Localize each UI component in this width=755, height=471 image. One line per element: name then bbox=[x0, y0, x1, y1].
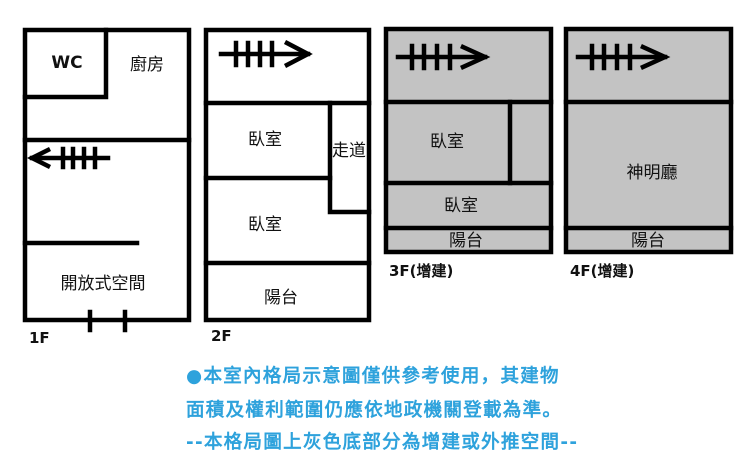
wc-walls bbox=[22, 27, 109, 100]
room-label-bedroom: 臥室 bbox=[430, 132, 464, 152]
floor-label-1f: 1F bbox=[29, 329, 50, 347]
corridor-walls bbox=[327, 100, 372, 215]
room-label-balcony: 陽台 bbox=[264, 288, 298, 308]
room-label-open-space: 開放式空間 bbox=[61, 274, 146, 294]
room-label-shrine-hall: 神明廳 bbox=[627, 163, 678, 183]
disclaimer-line-2: 面積及權利範圍仍應依地政機關登載為準。 bbox=[186, 400, 563, 421]
stair-arrow-icon bbox=[26, 146, 111, 170]
floor-4f-outline bbox=[563, 26, 734, 255]
room-label-bedroom: 臥室 bbox=[444, 196, 478, 216]
stair-arrow-icon bbox=[575, 43, 671, 71]
floor-3f-outline bbox=[383, 26, 554, 255]
floor-2f-outline bbox=[203, 27, 372, 323]
floor-label-4f: 4F(增建) bbox=[570, 262, 634, 280]
disclaimer-line-1: ●本室內格局示意圖僅供參考使用，其建物 bbox=[186, 366, 560, 387]
room-label-bedroom: 臥室 bbox=[248, 215, 282, 235]
extension-note: --本格局圖上灰色底部分為增建或外推空間-- bbox=[186, 432, 579, 453]
room-label-balcony: 陽台 bbox=[631, 231, 665, 251]
floor-1f: WC 廚房 開放式空間 1F bbox=[22, 27, 192, 347]
floor-4f-extension: 神明廳 陽台 4F(增建) bbox=[563, 26, 734, 280]
floor-label-2f: 2F bbox=[211, 327, 232, 345]
room-label-bedroom: 臥室 bbox=[248, 130, 282, 150]
room-label-balcony: 陽台 bbox=[449, 231, 483, 251]
room-label-wc: WC bbox=[51, 53, 82, 73]
floor-3f-extension: 臥室 臥室 陽台 3F(增建) bbox=[383, 26, 554, 280]
stair-arrow-icon bbox=[395, 43, 491, 71]
floor-2f: 臥室 走道 臥室 陽台 2F bbox=[203, 27, 372, 345]
room-label-corridor: 走道 bbox=[332, 141, 366, 161]
stair-arrow-icon bbox=[218, 39, 313, 69]
floor-label-3f: 3F(增建) bbox=[389, 262, 453, 280]
room-label-kitchen: 廚房 bbox=[130, 54, 164, 75]
